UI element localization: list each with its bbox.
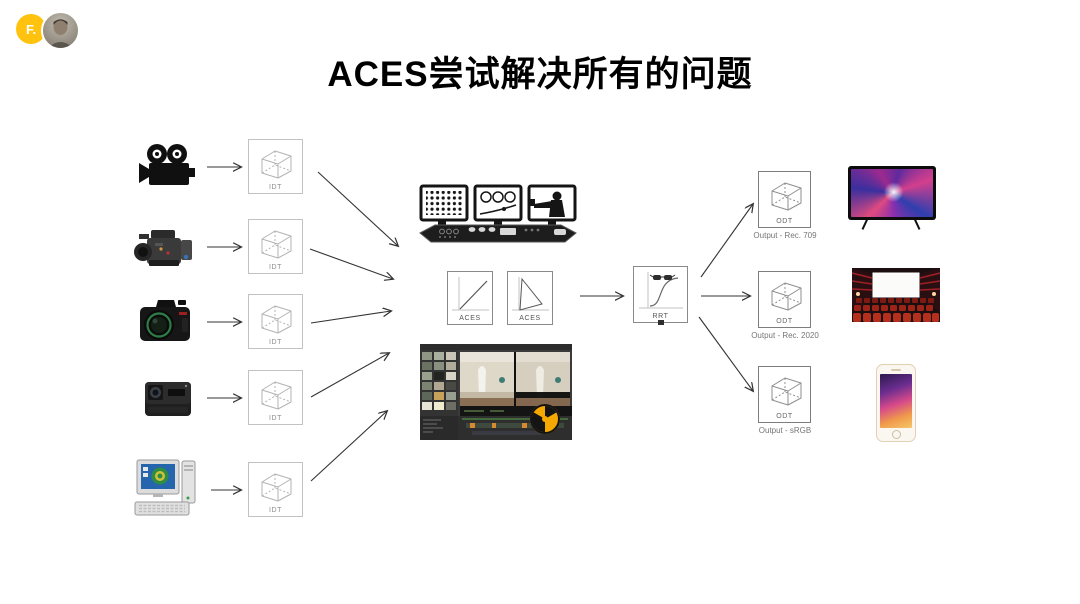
grading-console [418, 184, 578, 251]
idt-label: IDT [268, 507, 283, 514]
glasses-icon [649, 274, 676, 280]
aces-gamut-box: ACES [507, 271, 553, 325]
cube-icon [771, 182, 802, 211]
idt-box-5: IDT [248, 462, 303, 517]
odt-box-1: ODT [758, 171, 811, 228]
cube-icon [261, 150, 292, 179]
aces-curve-box: ACES [447, 271, 493, 325]
idt-box-2: IDT [248, 219, 303, 274]
odt-box-2: ODT [758, 271, 811, 328]
tv-screen [851, 169, 933, 217]
gamut-triangle-icon [512, 277, 549, 311]
odt-box-3: ODT [758, 366, 811, 423]
source-dslr-camera [132, 294, 196, 355]
linear-curve-icon [452, 277, 489, 311]
action-camera-icon [145, 382, 191, 416]
rrt-box: RRT [633, 266, 688, 325]
odt-label: ODT [776, 318, 793, 325]
author-avatar [41, 11, 80, 50]
cinema-icon [851, 268, 941, 322]
odt-label: ODT [776, 218, 793, 225]
cube-icon [261, 305, 292, 334]
rrt-connector-handle [657, 320, 664, 325]
cinema-display [851, 268, 941, 327]
cube-icon [771, 377, 802, 406]
idt-label: IDT [268, 184, 283, 191]
slide-title: ACES尝试解决所有的问题 [327, 55, 753, 94]
avatar-face-icon [48, 19, 73, 48]
source-computer [133, 458, 205, 521]
dslr-camera-icon [140, 300, 190, 341]
odt-caption-1: Output - Rec. 709 [753, 231, 817, 240]
rrt-label: RRT [652, 313, 669, 320]
cube-icon [261, 381, 292, 410]
idt-label: IDT [268, 264, 283, 271]
aces-label: ACES [459, 315, 481, 322]
odt-label: ODT [776, 413, 793, 420]
source-action-camera [142, 376, 194, 425]
source-film-camera [138, 143, 196, 196]
idt-box-4: IDT [248, 370, 303, 425]
tone-curve-icon [639, 272, 683, 309]
phone-screen [880, 374, 912, 428]
tv-icon [848, 166, 936, 220]
phone-home-button [891, 430, 901, 439]
nuke-logo-icon [530, 404, 560, 434]
phone-speaker [891, 369, 901, 371]
odt-caption-3: Output - sRGB [758, 426, 812, 435]
cube-icon [771, 282, 802, 311]
computer-icon [134, 459, 196, 516]
idt-box-1: IDT [248, 139, 303, 194]
cube-icon [261, 473, 292, 502]
idt-label: IDT [268, 415, 283, 422]
film-camera-icon [139, 144, 195, 185]
odt-caption-2: Output - Rec. 2020 [751, 331, 819, 340]
phone-display [876, 364, 916, 442]
aces-label: ACES [519, 315, 541, 322]
nuke-screenshot [420, 344, 572, 445]
tv-display [848, 166, 936, 230]
source-cinema-camera [133, 224, 197, 277]
idt-box-3: IDT [248, 294, 303, 349]
cinema-camera-icon [134, 230, 192, 266]
grading-console-icon [419, 184, 577, 243]
cube-icon [261, 230, 292, 259]
idt-label: IDT [268, 339, 283, 346]
compositing-app-icon [420, 344, 572, 440]
